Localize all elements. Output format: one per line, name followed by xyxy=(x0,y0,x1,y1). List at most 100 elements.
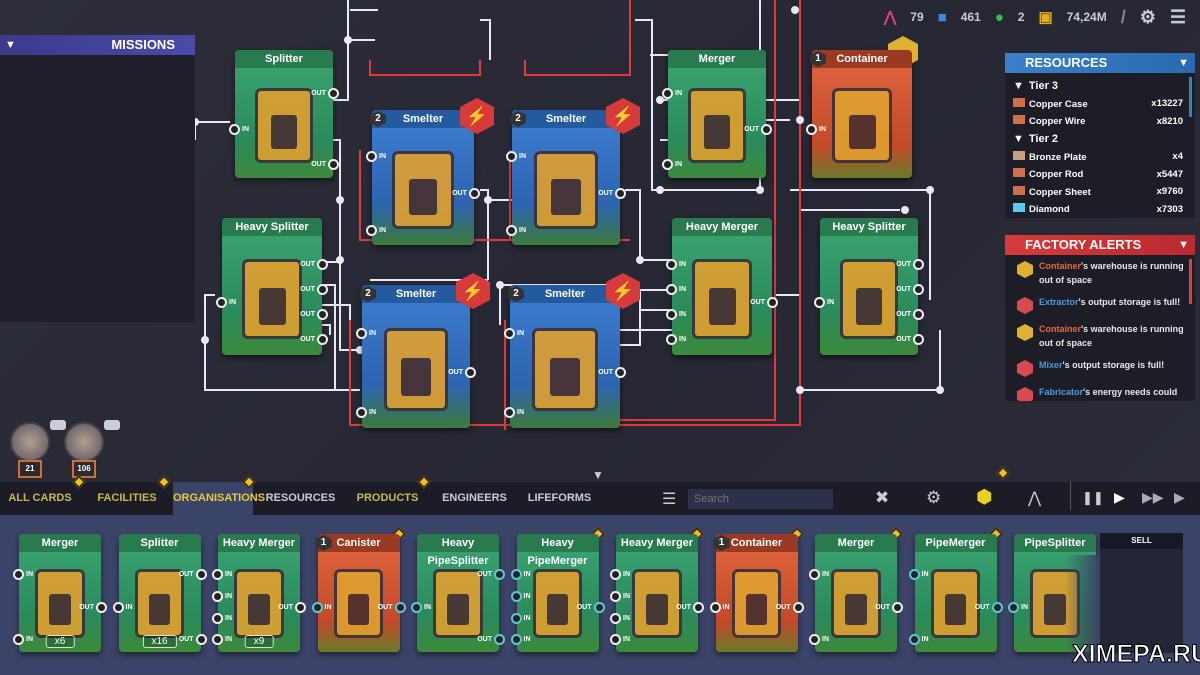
engine-icon[interactable]: ⚙ xyxy=(926,488,942,507)
in-port[interactable]: IN xyxy=(411,601,431,613)
in-port[interactable]: IN xyxy=(212,569,232,581)
out-port[interactable]: OUT xyxy=(875,601,903,613)
out-port[interactable]: OUT xyxy=(776,601,804,613)
search-input[interactable] xyxy=(688,489,833,509)
chat-bubble-icon[interactable] xyxy=(104,420,120,430)
port-socket-icon[interactable] xyxy=(610,612,621,624)
port-socket-icon[interactable] xyxy=(662,158,673,170)
fast-forward-icon[interactable]: ▶▶ xyxy=(1142,489,1164,505)
resources-header[interactable]: RESOURCES ▼ xyxy=(1005,53,1195,73)
out-port[interactable]: OUT xyxy=(896,334,924,346)
tab-products[interactable]: PRODUCTS xyxy=(356,492,419,504)
port-socket-icon[interactable] xyxy=(510,612,522,624)
port-socket-icon[interactable] xyxy=(317,309,328,321)
port-socket-icon[interactable] xyxy=(709,601,721,613)
alert-subject[interactable]: Mixer xyxy=(1039,360,1063,370)
alerts-header[interactable]: FACTORY ALERTS ▼ xyxy=(1005,235,1195,255)
menu-icon[interactable]: ☰ xyxy=(1169,6,1186,27)
engineer-avatar[interactable] xyxy=(64,422,104,462)
port-socket-icon[interactable] xyxy=(212,634,223,646)
pause-icon[interactable]: ❚❚ xyxy=(1082,490,1104,505)
port-socket-icon[interactable] xyxy=(610,569,621,581)
out-port[interactable]: OUT xyxy=(896,309,924,321)
port-socket-icon[interactable] xyxy=(229,123,240,135)
alert-subject[interactable]: Extractor xyxy=(1039,297,1079,307)
gear-icon[interactable]: ⚙ xyxy=(1139,6,1156,27)
in-port[interactable]: IN xyxy=(504,327,524,339)
port-socket-icon[interactable] xyxy=(317,284,328,296)
in-port[interactable]: IN xyxy=(356,406,376,418)
tier-header[interactable]: ▼Tier 3 xyxy=(1005,77,1195,95)
in-port[interactable]: IN xyxy=(709,601,730,613)
alert-subject[interactable]: Container xyxy=(1039,324,1082,334)
port-socket-icon[interactable] xyxy=(506,150,517,162)
in-port[interactable]: IN xyxy=(666,334,686,346)
port-socket-icon[interactable] xyxy=(469,187,480,199)
port-socket-icon[interactable] xyxy=(356,327,367,339)
alert-item[interactable]: Extractor's output storage is full! xyxy=(1005,291,1195,318)
collapse-icon[interactable]: ▼ xyxy=(5,39,16,51)
alert-subject[interactable]: Container xyxy=(1039,261,1082,271)
sell-zone[interactable]: SELL xyxy=(1100,533,1183,653)
collapse-icon[interactable]: ▼ xyxy=(1013,80,1024,92)
in-port[interactable]: IN xyxy=(366,150,386,162)
energy-warning-icon[interactable]: ⚡ xyxy=(606,273,640,309)
tab-all-cards[interactable]: ALL CARDS xyxy=(8,492,72,504)
out-port[interactable]: OUT xyxy=(452,187,480,199)
port-socket-icon[interactable] xyxy=(356,406,367,418)
port-socket-icon[interactable] xyxy=(295,601,306,613)
port-socket-icon[interactable] xyxy=(792,601,804,613)
in-port[interactable]: IN xyxy=(814,296,834,308)
tab-engineers[interactable]: ENGINEERS xyxy=(442,492,507,504)
in-port[interactable]: IN xyxy=(356,327,376,339)
out-port[interactable]: OUT xyxy=(750,296,778,308)
port-socket-icon[interactable] xyxy=(494,634,505,646)
scrollbar[interactable] xyxy=(1189,77,1192,117)
in-port[interactable]: IN xyxy=(506,224,526,236)
collapse-icon[interactable]: ▼ xyxy=(1013,133,1024,145)
alert-item[interactable]: Container's warehouse is running out of … xyxy=(1005,318,1195,354)
port-socket-icon[interactable] xyxy=(212,612,223,624)
biome-icon[interactable]: ⬢ xyxy=(976,487,993,508)
port-socket-icon[interactable] xyxy=(1008,601,1019,613)
port-socket-icon[interactable] xyxy=(693,601,704,613)
out-port[interactable]: OUT xyxy=(477,569,505,581)
port-socket-icon[interactable] xyxy=(195,569,207,581)
port-socket-icon[interactable] xyxy=(908,569,920,581)
network-icon[interactable]: ⋀ xyxy=(1028,490,1042,507)
out-port[interactable]: OUT xyxy=(311,158,339,170)
out-port[interactable]: OUT xyxy=(79,601,107,613)
out-port[interactable]: OUT xyxy=(378,601,406,613)
port-socket-icon[interactable] xyxy=(366,224,377,236)
filter-icon[interactable]: ☰ xyxy=(662,491,677,508)
port-socket-icon[interactable] xyxy=(212,591,223,603)
alert-item[interactable]: Fabricator's energy needs could not be xyxy=(1005,381,1195,401)
out-port[interactable]: OUT xyxy=(278,601,306,613)
port-socket-icon[interactable] xyxy=(615,367,626,379)
out-port[interactable]: OUT xyxy=(448,367,476,379)
alert-item[interactable]: Mixer's output storage is full! xyxy=(1005,354,1195,381)
in-port[interactable]: IN xyxy=(666,259,686,271)
alert-subject[interactable]: Fabricator xyxy=(1039,387,1084,397)
port-socket-icon[interactable] xyxy=(809,569,820,581)
out-port[interactable]: OUT xyxy=(300,259,328,271)
in-port[interactable]: IN xyxy=(610,634,630,646)
port-socket-icon[interactable] xyxy=(666,309,677,321)
tools-icon[interactable]: ✖ xyxy=(875,488,890,507)
port-socket-icon[interactable] xyxy=(913,334,924,346)
out-port[interactable]: OUT xyxy=(477,634,505,646)
tab-resources[interactable]: RESOURCES xyxy=(265,492,336,504)
in-port[interactable]: IN xyxy=(666,284,686,296)
in-port[interactable]: IN xyxy=(216,296,236,308)
in-port[interactable]: IN xyxy=(610,591,630,603)
